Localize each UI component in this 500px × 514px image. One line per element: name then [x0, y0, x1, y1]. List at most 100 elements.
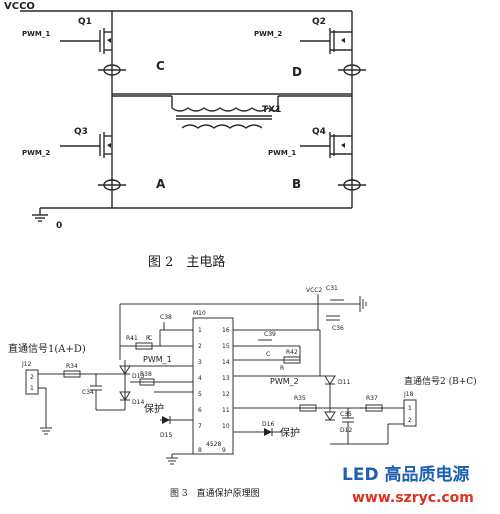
svg-text:C31: C31: [326, 285, 338, 292]
svg-text:9: 9: [222, 447, 226, 454]
node-d-label: D: [292, 65, 302, 79]
signal1-label: 直通信号1(A+D): [8, 342, 86, 355]
brand-title: LED 高品质电源: [342, 464, 469, 485]
figure2-caption: 图 2 主电路: [148, 254, 225, 270]
figure3-caption: 图 3 直通保护原理图: [170, 487, 260, 499]
svg-text:C: C: [266, 351, 270, 358]
protection-label-left: 保护: [144, 402, 164, 415]
svg-text:7: 7: [198, 423, 202, 430]
capacitor-c35: C35: [340, 408, 354, 444]
ic-4528: M10 4528 1 2 3 4 5 6 7 8 16 15 14 13 12 …: [192, 310, 234, 455]
svg-text:C39: C39: [264, 331, 276, 338]
svg-text:2: 2: [198, 343, 202, 350]
supply-label: VCCO: [4, 1, 35, 12]
node-c-label: C: [156, 59, 165, 73]
svg-text:C34: C34: [82, 389, 94, 396]
resistor-r34: R34: [63, 363, 81, 378]
diode-d16: D16: [233, 421, 282, 436]
svg-text:1: 1: [30, 385, 34, 392]
mosfet-q4: Q4 PWM_1: [268, 127, 352, 158]
mosfet-q2: Q2 PWM_2: [254, 17, 352, 54]
tx1-label: TX1: [262, 105, 281, 115]
svg-text:R: R: [280, 365, 284, 372]
m10-label: M10: [193, 310, 206, 317]
svg-text:R38: R38: [140, 371, 152, 378]
diode-d12: D12: [324, 411, 352, 434]
svg-text:R: R: [146, 335, 150, 342]
mosfet-q1: Q1 PWM_1: [22, 17, 112, 54]
svg-text:D13: D13: [132, 373, 144, 380]
pwm1-label: PWM_1: [143, 355, 172, 364]
svg-text:3: 3: [198, 359, 202, 366]
ground-symbol-j12: [40, 427, 52, 435]
signal2-label: 直通信号2 (B+C): [404, 375, 477, 387]
chip-label: 4528: [206, 441, 221, 448]
connector-j18: J18 1 2: [403, 391, 417, 427]
svg-text:6: 6: [198, 407, 202, 414]
protection-label-right: 保护: [280, 426, 300, 439]
node-b-label: B: [292, 177, 301, 191]
svg-text:15: 15: [222, 343, 230, 350]
resistor-r41: R41 R: [126, 335, 153, 350]
diode-d15: D15: [160, 416, 193, 439]
current-sensor-a: [98, 179, 126, 191]
mosfet-q3: Q3 PWM_2: [22, 127, 112, 158]
pwm2-label: PWM_2: [270, 377, 299, 386]
current-sensor-b: [338, 179, 366, 191]
svg-text:R37: R37: [366, 395, 378, 402]
svg-text:11: 11: [222, 407, 230, 414]
svg-text:D16: D16: [262, 421, 274, 428]
q3-pwm-label: PWM_2: [22, 149, 50, 157]
svg-text:C: C: [148, 335, 152, 342]
protection-circuit-figure: VCC2 C31 C36 M10 4528 1 2 3 4 5: [8, 285, 477, 499]
svg-text:2: 2: [408, 417, 412, 424]
capacitor-c34: C34: [82, 374, 102, 410]
site-watermark: LED 高品质电源 www.szryc.com: [342, 464, 474, 506]
svg-text:1: 1: [408, 405, 412, 412]
svg-text:C35: C35: [340, 411, 352, 418]
q4-pwm-label: PWM_1: [268, 149, 296, 157]
ground-symbol-ic: [166, 454, 178, 465]
diode-d14: D14: [119, 391, 144, 406]
capacitor-c36: C36: [326, 315, 344, 332]
svg-text:2: 2: [30, 374, 34, 381]
q1-pwm-label: PWM_1: [22, 30, 50, 38]
brand-url: www.szryc.com: [352, 490, 474, 506]
ground-label: 0: [56, 221, 62, 231]
connector-j12: J12 2 1: [21, 361, 39, 395]
q2-pwm-label: PWM_2: [254, 30, 282, 38]
svg-text:C36: C36: [332, 325, 344, 332]
node-a-label: A: [156, 177, 166, 191]
q3-label: Q3: [74, 127, 88, 137]
ground-symbol-vcc: [352, 296, 367, 312]
q4-label: Q4: [312, 127, 326, 137]
svg-text:16: 16: [222, 327, 230, 334]
vcc2-label: VCC2: [306, 287, 322, 294]
capacitor-c31: C31: [326, 285, 344, 305]
q2-label: Q2: [312, 17, 326, 27]
svg-text:C38: C38: [160, 314, 172, 321]
svg-text:1: 1: [198, 327, 202, 334]
svg-text:D15: D15: [160, 432, 172, 439]
capacitor-c39: C39: [258, 331, 276, 341]
main-circuit-figure: VCCO Q1 PWM_1: [4, 1, 366, 270]
svg-text:8: 8: [198, 447, 202, 454]
resistor-r37: R37: [365, 395, 383, 412]
svg-text:4: 4: [198, 375, 202, 382]
svg-text:R41: R41: [126, 335, 138, 342]
current-sensor-c: [98, 64, 126, 76]
svg-text:D12: D12: [340, 427, 352, 434]
svg-text:D14: D14: [132, 399, 144, 406]
svg-text:5: 5: [198, 391, 202, 398]
q1-label: Q1: [78, 17, 92, 27]
svg-text:J18: J18: [403, 391, 414, 398]
resistor-r35: R35: [294, 395, 317, 412]
svg-text:R34: R34: [66, 363, 78, 370]
current-sensor-d: [338, 64, 366, 76]
svg-text:13: 13: [222, 375, 230, 382]
transformer-tx1: TX1: [171, 96, 281, 129]
svg-text:R42: R42: [286, 349, 298, 356]
diode-d11: D11: [324, 375, 350, 386]
